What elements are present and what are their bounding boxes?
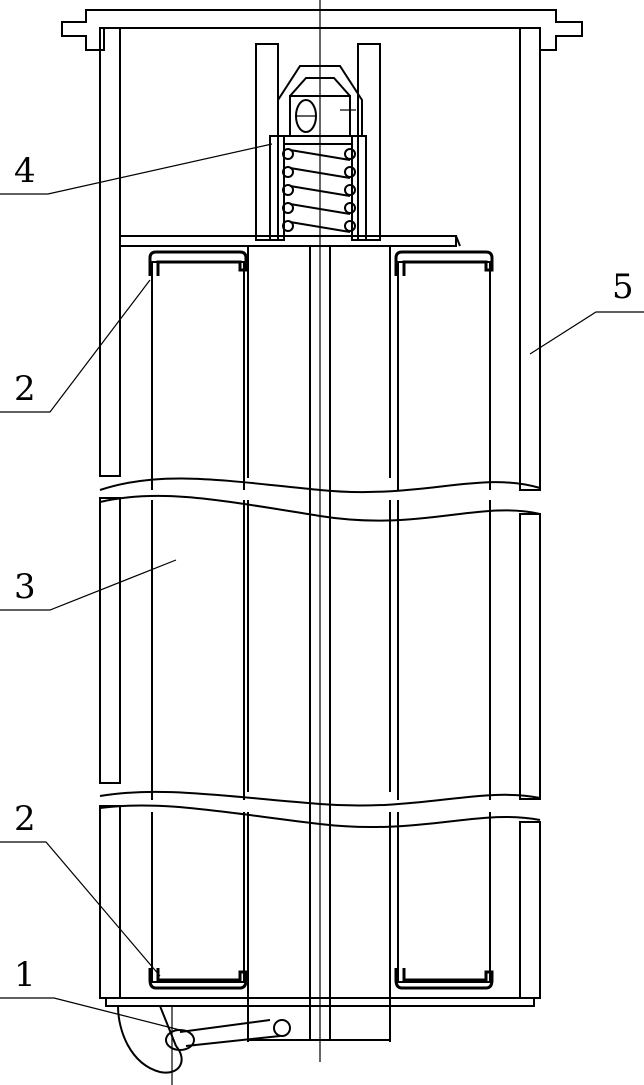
housing-walls	[99, 27, 541, 999]
center-tube	[247, 0, 391, 1062]
top-plate	[119, 235, 461, 247]
bottom-assembly	[105, 997, 535, 1085]
callout-part-3: 3	[14, 567, 36, 607]
spring	[282, 148, 356, 233]
break-lines	[99, 477, 541, 829]
filter-elements	[148, 250, 494, 990]
callout-part-1: 1	[14, 955, 36, 995]
top-cap	[61, 9, 583, 51]
callout-part-2-top: 2	[14, 369, 36, 409]
leader-lines	[0, 143, 644, 1031]
callout-part-5: 5	[612, 267, 634, 307]
callout-part-4: 4	[14, 151, 36, 191]
spring-housing	[255, 43, 381, 241]
callout-part-2-bottom: 2	[14, 799, 36, 839]
